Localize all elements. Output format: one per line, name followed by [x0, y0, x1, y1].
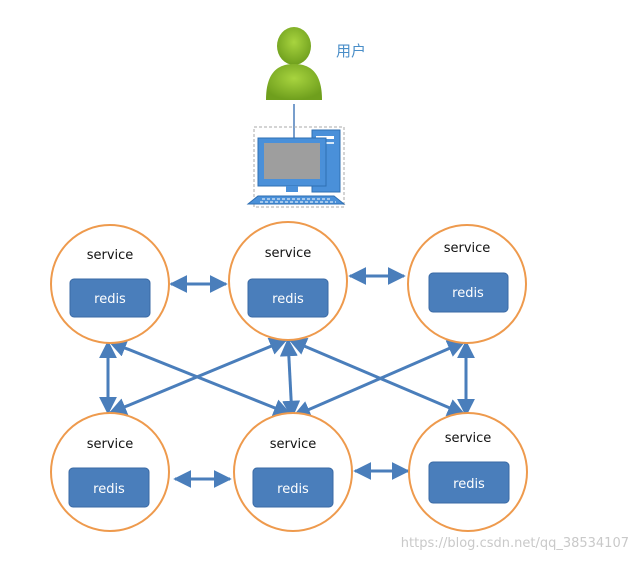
- node-5: service redis: [233, 412, 353, 532]
- arrow-n3-n5: [292, 340, 466, 418]
- node-3: service redis: [407, 224, 527, 344]
- service-label: service: [265, 246, 312, 261]
- connection-arrows: [99, 267, 475, 488]
- redis-label: redis: [277, 482, 309, 497]
- redis-box: [69, 278, 151, 318]
- redis-box: [428, 272, 509, 313]
- service-label: service: [87, 248, 134, 263]
- redis-box: [428, 461, 510, 504]
- arrow-n2-n6: [288, 338, 466, 416]
- redis-box: [68, 467, 150, 508]
- arrow-n2-n4: [108, 337, 288, 416]
- redis-label: redis: [93, 482, 125, 497]
- redis-label: redis: [452, 286, 484, 301]
- redis-label: redis: [453, 477, 485, 492]
- service-label: service: [270, 437, 317, 452]
- service-label: service: [87, 437, 134, 452]
- computer-icon: [246, 126, 346, 208]
- user-icon: [266, 27, 322, 100]
- service-label: service: [445, 431, 492, 446]
- arrow-n2-n5: [279, 338, 301, 419]
- service-label: service: [444, 241, 491, 256]
- watermark: https://blog.csdn.net/qq_38534107: [400, 536, 629, 551]
- redis-box: [247, 278, 329, 318]
- user-label: 用户: [336, 42, 367, 60]
- node-6: service redis: [408, 412, 528, 532]
- node-2: service redis: [228, 221, 348, 341]
- redis-label: redis: [272, 292, 304, 307]
- node-1: service redis: [50, 224, 170, 344]
- node-4: service redis: [50, 412, 170, 532]
- redis-label: redis: [94, 292, 126, 307]
- redis-box: [252, 467, 334, 508]
